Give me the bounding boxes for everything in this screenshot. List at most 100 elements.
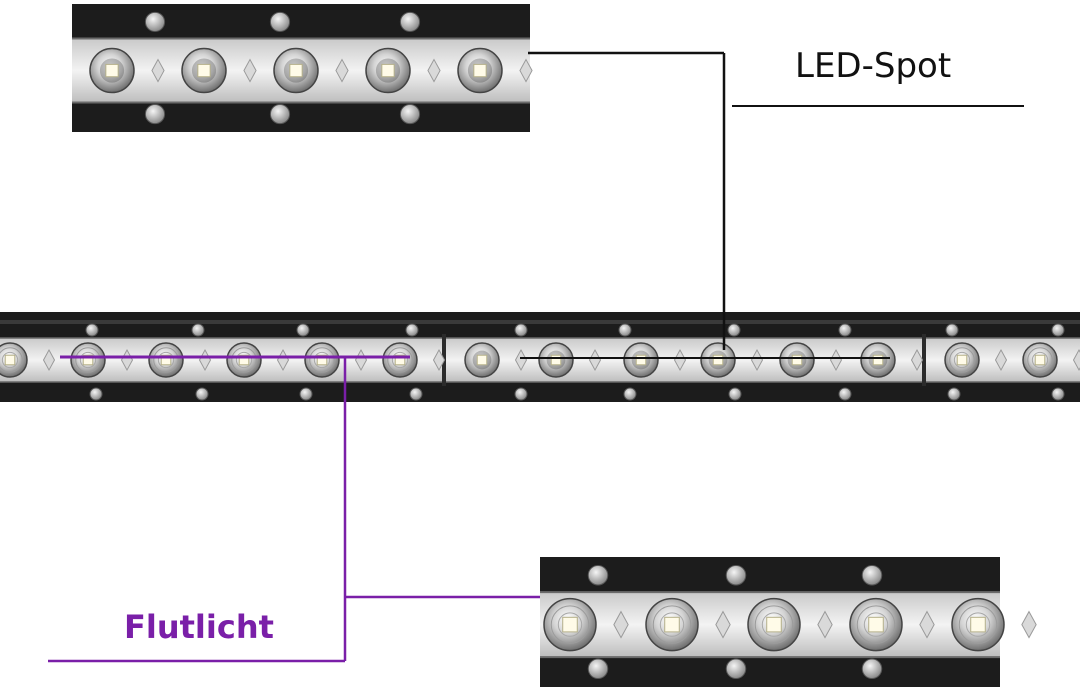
led-chip	[4, 354, 16, 366]
reflector-diamond	[673, 348, 687, 372]
screw-icon	[514, 323, 528, 337]
led-chip	[476, 354, 488, 366]
lens-ring	[313, 351, 331, 369]
reflector-diamond	[588, 348, 602, 372]
bar-edge-highlight	[0, 320, 1080, 324]
lens-ring	[761, 612, 787, 637]
lens-ring	[75, 347, 101, 373]
lens-ring	[754, 605, 794, 644]
led-chip	[105, 63, 119, 78]
lens-ring	[153, 347, 179, 373]
lens-ring	[1027, 347, 1053, 373]
lens-ring	[79, 351, 97, 369]
flood-closeup-panel	[540, 557, 1037, 687]
lens-ring	[157, 351, 175, 369]
lens-ring	[309, 347, 335, 373]
reflector-diamond	[817, 610, 833, 639]
lens-ring	[856, 605, 896, 644]
reflector-diamond	[243, 58, 257, 83]
screw-icon	[514, 387, 528, 401]
reflector-diamond	[514, 348, 528, 372]
led-chip	[766, 616, 782, 633]
led-chip	[562, 616, 578, 633]
reflector-diamond	[715, 610, 731, 639]
reflector-diamond	[42, 348, 56, 372]
led-chip	[664, 616, 680, 633]
led-chip	[394, 354, 406, 366]
lens-ring	[965, 612, 991, 637]
screw-icon	[1051, 387, 1065, 401]
reflector-diamond	[910, 348, 924, 372]
screw-icon	[587, 564, 609, 586]
reflector-diamond	[151, 58, 165, 83]
screw-icon	[725, 564, 747, 586]
reflector-diamond	[613, 610, 629, 639]
screw-icon	[1051, 323, 1065, 337]
screw-icon	[587, 658, 609, 680]
screw-icon	[861, 658, 883, 680]
reflector-diamond	[432, 348, 446, 372]
screw-icon	[623, 387, 637, 401]
screw-icon	[861, 564, 883, 586]
screw-icon	[85, 323, 99, 337]
screw-icon	[728, 387, 742, 401]
lens-ring	[958, 605, 998, 644]
screw-icon	[191, 323, 205, 337]
spot-closeup-panel	[72, 4, 533, 132]
lens-ring	[949, 347, 975, 373]
screw-icon	[399, 11, 421, 33]
led-chip	[160, 354, 172, 366]
screw-icon	[405, 323, 419, 337]
led-chip	[635, 354, 647, 366]
lens-ring	[652, 605, 692, 644]
led-chip	[473, 63, 487, 78]
led-chip	[289, 63, 303, 78]
screw-icon	[838, 387, 852, 401]
lens-ring	[863, 612, 889, 637]
led-chip	[868, 616, 884, 633]
lens-ring	[557, 612, 583, 637]
reflector-diamond	[519, 58, 533, 83]
lens-ring	[231, 347, 257, 373]
lens-ring	[659, 612, 685, 637]
reflector-diamond	[919, 610, 935, 639]
led-spot-label: LED-Spot	[795, 46, 952, 86]
led-chip	[872, 354, 884, 366]
screw-icon	[144, 103, 166, 125]
screw-icon	[947, 387, 961, 401]
led-chip	[381, 63, 395, 78]
reflector-diamond	[750, 348, 764, 372]
led-chip	[970, 616, 986, 633]
flutlicht-label: Flutlicht	[124, 608, 274, 646]
lens-ring	[1, 351, 19, 369]
segment-divider	[922, 334, 926, 386]
screw-icon	[409, 387, 423, 401]
led-chip	[550, 354, 562, 366]
led-chip	[316, 354, 328, 366]
screw-icon	[195, 387, 209, 401]
reflector-diamond	[427, 58, 441, 83]
screw-icon	[727, 323, 741, 337]
lens-ring	[387, 347, 413, 373]
flood-callout-lines	[48, 355, 540, 663]
lens-ring	[235, 351, 253, 369]
screw-icon	[269, 103, 291, 125]
reflector-diamond	[335, 58, 349, 83]
lens-ring	[550, 605, 590, 644]
screw-icon	[296, 323, 310, 337]
reflector-diamond	[1021, 610, 1037, 639]
led-chip	[712, 354, 724, 366]
lens-ring	[391, 351, 409, 369]
lens-ring	[0, 347, 23, 373]
screw-icon	[618, 323, 632, 337]
led-chip	[956, 354, 968, 366]
led-chip	[1034, 354, 1046, 366]
led-chip	[197, 63, 211, 78]
screw-icon	[144, 11, 166, 33]
lens-ring	[953, 351, 971, 369]
main-light-bar	[0, 312, 1080, 402]
spot-callout-lines	[520, 51, 1024, 359]
screw-icon	[399, 103, 421, 125]
reflector-diamond	[1072, 348, 1080, 372]
